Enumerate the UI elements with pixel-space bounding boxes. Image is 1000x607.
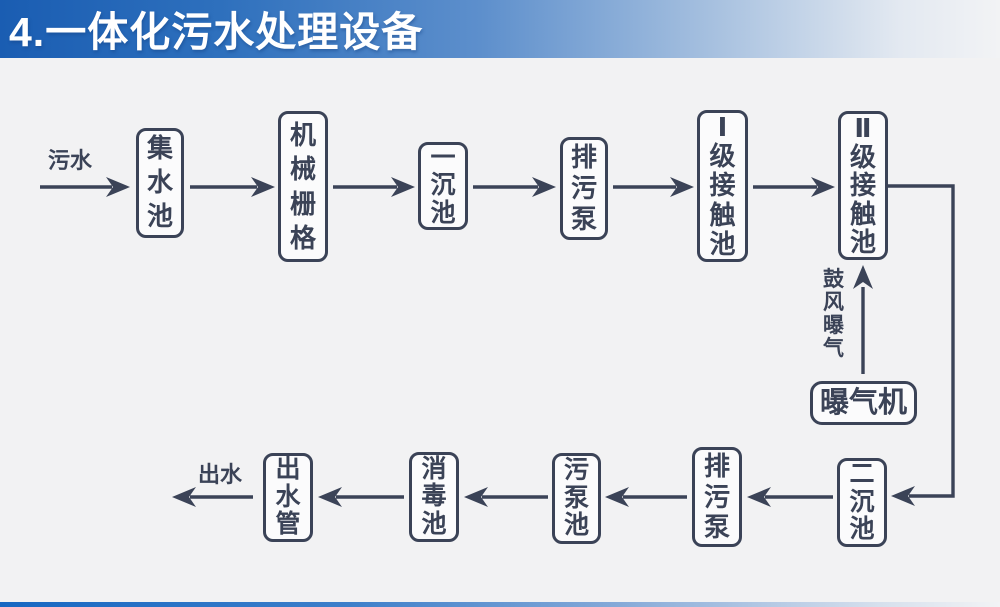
node-primary-sedimentation-tank: 一沉池 xyxy=(418,142,468,230)
node-label: 曝气机 xyxy=(819,386,907,419)
node-label: 消毒池 xyxy=(421,454,447,538)
bottom-accent-bar xyxy=(0,602,1000,607)
node-label: 污泵池 xyxy=(563,456,589,540)
node-label: Ⅰ级接触池 xyxy=(709,112,736,259)
node-mechanical-screen: 机械栅格 xyxy=(278,111,328,262)
node-aerator: 曝气机 xyxy=(810,381,917,425)
node-outlet-pipe: 出水管 xyxy=(263,453,313,542)
outflow-label: 出水 xyxy=(198,462,243,487)
node-sewage-discharge-pump-top: 排污泵 xyxy=(560,137,608,240)
node-label: 排污泵 xyxy=(703,450,730,543)
slide-title: 4.一体化污水处理设备 xyxy=(9,9,424,55)
node-label: 二沉池 xyxy=(849,460,875,544)
aeration-label: 鼓风曝气 xyxy=(823,268,845,361)
title-bar: 4.一体化污水处理设备 xyxy=(0,0,1000,58)
inflow-label: 污水 xyxy=(48,148,93,173)
node-level-2-contact-tank: Ⅱ级接触池 xyxy=(838,111,888,260)
arrowheads xyxy=(106,177,915,507)
node-label: Ⅱ级接触池 xyxy=(849,113,876,258)
node-disinfection-tank: 消毒池 xyxy=(409,452,459,542)
node-sludge-pump-tank: 污泵池 xyxy=(552,453,601,544)
node-label: 一沉池 xyxy=(430,143,456,227)
node-collection-tank: 集水池 xyxy=(136,128,184,238)
node-label: 出水管 xyxy=(275,455,301,539)
node-label: 排污泵 xyxy=(570,141,597,235)
node-secondary-sedimentation-tank: 二沉池 xyxy=(837,458,887,547)
node-label: 集水池 xyxy=(146,133,173,231)
node-sewage-discharge-pump-bottom: 排污泵 xyxy=(692,447,742,547)
node-level-1-contact-tank: Ⅰ级接触池 xyxy=(697,110,748,262)
node-label: 机械栅格 xyxy=(289,119,316,253)
